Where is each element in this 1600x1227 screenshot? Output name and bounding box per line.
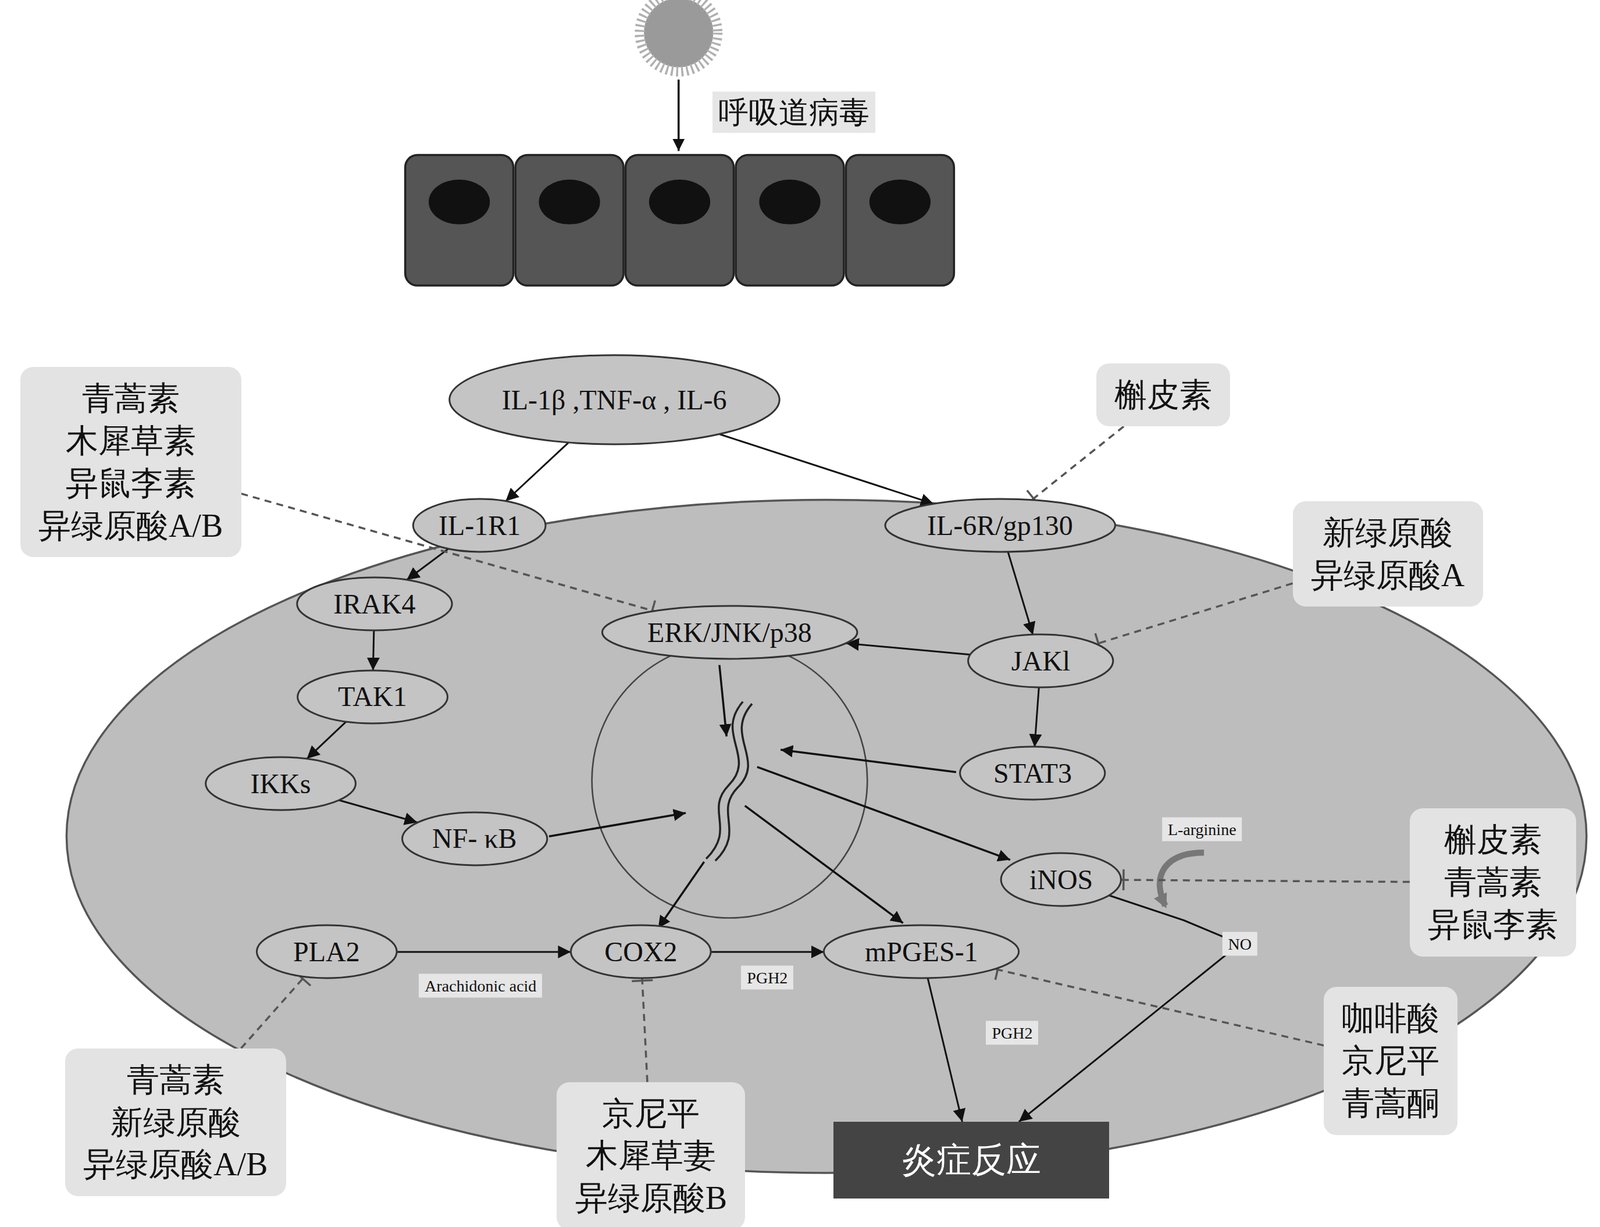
node-label: 槲皮素 青蒿素 异鼠李素 [1426, 818, 1560, 946]
oval-shape [297, 577, 452, 631]
node-label: 咖啡酸 京尼平 青蒿酮 [1340, 997, 1442, 1125]
node-label: IRAK4 [333, 587, 416, 622]
drug-callout: 槲皮素 [1096, 363, 1231, 427]
molecule-label: L-arginine [1162, 817, 1243, 842]
node-label: 青蒿素 木犀草素 异鼠李素 异绿原酸A/B [36, 377, 226, 547]
pathway-node: IL-1R1 [411, 496, 547, 555]
node-label: STAT3 [993, 756, 1072, 791]
dna-strand [715, 703, 753, 861]
inhibition-tick [1122, 869, 1125, 891]
pathway-arrow [339, 800, 418, 823]
oval-shape [570, 925, 711, 979]
pathway-arrow [846, 643, 971, 655]
nucleus [592, 642, 868, 919]
pathway-node: IL-1β ,TNF-α , IL-6 [446, 351, 783, 449]
oval-shape [449, 355, 779, 445]
oval-shape [601, 606, 857, 659]
node-label: JAKl [1011, 644, 1071, 679]
oval-shape [1000, 853, 1121, 907]
node-label: IKKs [250, 767, 311, 801]
pathway-node: JAKl [966, 632, 1115, 690]
inhibition-tick [631, 980, 653, 982]
inhibition-line [240, 977, 305, 1049]
pathway-arrow [406, 549, 449, 581]
oval-shape [960, 746, 1106, 800]
drug-callout: 槲皮素 青蒿素 异鼠李素 [1409, 808, 1577, 957]
drug-callout: 青蒿素 木犀草素 异鼠李素 异绿原酸A/B [20, 366, 242, 558]
cell-nuclei [428, 179, 931, 225]
node-label: mPGES-1 [864, 935, 979, 969]
oval-shape [413, 499, 547, 552]
pathway-arrow [396, 950, 572, 953]
node-label: 京尼平 木犀草妻 异绿原酸B [572, 1092, 729, 1220]
pathway-arrow [372, 630, 374, 671]
node-label: NF- κB [432, 821, 518, 856]
conversion-arrow [1159, 852, 1204, 906]
inhibition-line [642, 978, 648, 1082]
cell-body [66, 499, 1587, 1174]
pathway-node: NF- κB [400, 810, 549, 868]
pathway-arrow [505, 442, 569, 501]
node-label: 炎症反应 [901, 1139, 1042, 1182]
pathway-node: IL-6R/gp130 [882, 496, 1118, 555]
drug-callout: 新绿原酸 异绿原酸A [1292, 501, 1484, 608]
pathway-arrow [1018, 895, 1240, 1122]
pathway-node: ERK/JNK/p38 [599, 603, 860, 662]
node-label: IL-1R1 [438, 508, 521, 543]
node-label: IL-6R/gp130 [927, 508, 1074, 543]
molecule-label: PGH2 [985, 1020, 1039, 1045]
node-label: ERK/JNK/p38 [647, 615, 812, 650]
pathway-node: TAK1 [296, 668, 450, 726]
pathway-node: PLA2 [255, 923, 399, 981]
pathway-arrow [307, 721, 347, 759]
drug-callout: 青蒿素 新绿原酸 异绿原酸A/B [65, 1048, 287, 1197]
oval-shape [256, 925, 397, 979]
pathway-arrow [1007, 551, 1033, 636]
pathway-node: COX2 [569, 923, 713, 981]
molecule-label: 呼吸道病毒 [712, 91, 876, 133]
node-label: PLA2 [293, 935, 361, 969]
pathway-arrow [927, 978, 962, 1122]
molecule-label: Arachidonic acid [418, 973, 543, 998]
oval-shape [297, 670, 448, 724]
pathway-node: mPGES-1 [821, 923, 1021, 981]
node-label: 槲皮素 [1112, 373, 1214, 417]
outcome-box: 炎症反应 [833, 1121, 1110, 1199]
molecule-label: NO [1221, 931, 1257, 956]
pathway-node: iNOS [999, 850, 1123, 909]
oval-shape [885, 499, 1115, 552]
nuclear-arrows [549, 665, 1011, 929]
node-label: iNOS [1029, 863, 1093, 897]
inhibition-line [995, 969, 1325, 1046]
infection-arrow [677, 79, 680, 152]
pathway-node: STAT3 [958, 744, 1107, 803]
node-label: IL-1β ,TNF-α , IL-6 [501, 383, 728, 418]
node-label: 新绿原酸 异绿原酸A [1309, 511, 1467, 597]
oval-shape [968, 634, 1114, 688]
pathway-arrow [1034, 687, 1039, 747]
inhibition-line [1031, 426, 1124, 500]
oval-shape [205, 757, 356, 811]
pathway-arrow [719, 434, 934, 505]
epithelial-cells [405, 155, 955, 287]
node-label: 青蒿素 新绿原酸 异绿原酸A/B [81, 1059, 270, 1186]
node-label: COX2 [604, 935, 677, 969]
inhibition-line [1121, 879, 1410, 883]
inhibition-line [1096, 583, 1293, 644]
drug-callout: 京尼平 木犀草妻 异绿原酸B [556, 1082, 746, 1227]
oval-shape [401, 812, 547, 866]
molecule-label: PGH2 [740, 965, 794, 990]
pathway-arrow [710, 950, 824, 953]
pathway-node: IRAK4 [295, 575, 454, 633]
pathway-node: IKKs [204, 754, 358, 813]
drug-callout: 咖啡酸 京尼平 青蒿酮 [1323, 986, 1458, 1135]
node-label: TAK1 [337, 679, 408, 714]
oval-shape [824, 925, 1019, 979]
virus-spikes [639, 0, 718, 72]
